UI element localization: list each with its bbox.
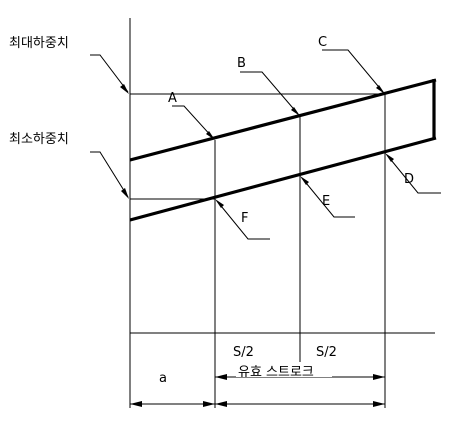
label-A: A — [168, 91, 177, 106]
offset-a-arrow-left — [130, 401, 142, 407]
leader-B-arrow — [291, 107, 300, 116]
leader-E — [301, 177, 355, 218]
min-load-label: 최소하중치 — [9, 132, 69, 147]
min-load-leader-arrow — [121, 188, 129, 199]
remaining-arrow-right — [373, 401, 385, 407]
leader-F-arrow — [215, 199, 224, 208]
max-load-leader-arrow — [120, 84, 129, 94]
min-load-leader — [90, 151, 129, 198]
effective-stroke-label: 유효 스트로크 — [238, 365, 314, 380]
offset-a-label: a — [159, 371, 167, 386]
remaining-arrow-left — [215, 401, 227, 407]
label-E: E — [322, 194, 330, 209]
leader-F — [216, 200, 270, 240]
leader-E-arrow — [300, 176, 309, 185]
leader-B — [240, 71, 299, 115]
leader-D — [386, 154, 441, 194]
leader-A-arrow — [206, 131, 215, 140]
effective-stroke-arrow-right — [373, 374, 385, 380]
max-load-label: 최대하중치 — [9, 36, 69, 51]
offset-a-arrow-right — [203, 401, 215, 407]
label-C: C — [318, 35, 327, 50]
max-load-leader — [90, 54, 129, 93]
half-stroke-label-1: S/2 — [233, 345, 254, 360]
label-F: F — [241, 211, 248, 226]
lower-load-line — [129, 136, 437, 222]
label-D: D — [404, 172, 414, 187]
label-B: B — [237, 56, 246, 71]
effective-stroke-label-bg — [236, 364, 332, 377]
leader-D-arrow — [385, 153, 394, 162]
leader-A — [172, 105, 214, 139]
leader-C — [322, 49, 384, 93]
half-stroke-label-2: S/2 — [316, 345, 337, 360]
leader-C-arrow — [376, 85, 385, 94]
upper-load-line — [129, 78, 437, 162]
effective-stroke-arrow-left — [215, 374, 227, 380]
